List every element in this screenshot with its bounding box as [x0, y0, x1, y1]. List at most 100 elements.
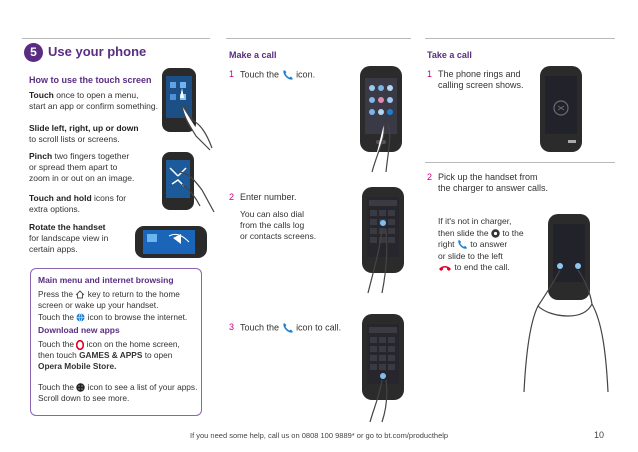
- pinch-bold: Pinch: [29, 151, 53, 161]
- call-handset-icon-2: [282, 323, 293, 333]
- games-apps-line: then touch GAMES & APPS to open: [38, 350, 172, 361]
- slider-knob-icon: [491, 229, 500, 238]
- touch-screen-heading: How to use the touch screen: [29, 75, 152, 85]
- main-menu-heading: Main menu and internet browsing: [38, 275, 174, 285]
- make-step-3-a: Touch the: [240, 322, 280, 333]
- browser-text-a: Touch the: [38, 312, 74, 322]
- take-step-1-text: The phone rings and calling screen shows…: [438, 69, 524, 91]
- games-apps-label: GAMES & APPS: [79, 350, 143, 360]
- home-key-line: Press the key to return to the home: [38, 289, 180, 300]
- opera-store-line: Opera Mobile Store.: [38, 361, 116, 372]
- wake-line: screen or wake up your handset.: [38, 300, 159, 310]
- make-step-3-number: 3: [229, 322, 235, 332]
- home-key-text-a: Press the: [38, 289, 74, 299]
- take-step-2-line-1: Pick up the handset from: [438, 172, 538, 182]
- opera-line: Touch the icon on the home screen,: [38, 339, 180, 350]
- call-handset-icon: [282, 70, 293, 80]
- pinch-instruction: Pinch two fingers together or spread the…: [29, 151, 134, 184]
- column-rule-right: [425, 38, 615, 39]
- make-step-1-b: icon.: [296, 69, 316, 80]
- take-step-2-text: Pick up the handset from the charger to …: [438, 172, 548, 194]
- note-line-5: to end the call.: [454, 262, 510, 272]
- touch-bold: Touch: [29, 90, 54, 100]
- phone-incoming-call-illustration: [540, 66, 582, 152]
- phone-landscape-illustration: [135, 226, 207, 258]
- phone-dialpad-illustration: [362, 187, 404, 294]
- browser-line: Touch the icon to browse the internet.: [38, 312, 187, 323]
- make-step-2-number: 2: [229, 192, 235, 202]
- slide-text: to scroll lists or screens.: [29, 134, 120, 144]
- hold-text-1: icons for: [91, 193, 127, 203]
- phone-call-button-illustration: [362, 314, 404, 423]
- take-step-1-line-2: calling screen shows.: [438, 80, 524, 90]
- note-line-3b: to answer: [470, 239, 508, 249]
- opera-text-b: icon on the home screen,: [86, 339, 180, 349]
- make-step-1-number: 1: [229, 69, 235, 79]
- make-step-3-b: icon to call.: [296, 322, 342, 333]
- apps-grid-icon: [76, 383, 85, 393]
- end-call-icon: [439, 265, 451, 271]
- touch-text-2: start an app or confirm something.: [29, 101, 158, 111]
- browser-globe-icon: [76, 313, 85, 323]
- section-title: Use your phone: [48, 44, 147, 59]
- take-step-2-number: 2: [427, 172, 433, 182]
- help-footer: If you need some help, call us on 0808 1…: [190, 431, 449, 440]
- note-line-4: or slide to the left: [438, 250, 503, 261]
- phone-pinch-illustration: [162, 152, 215, 213]
- pinch-text-3: zoom in or out on an image.: [29, 173, 135, 183]
- rotate-bold: Rotate the handset: [29, 222, 106, 232]
- opera-icon: [76, 339, 85, 350]
- hold-instruction: Touch and hold icons for extra options.: [29, 193, 126, 215]
- make-note-3: or contacts screens.: [240, 231, 317, 241]
- touch-instruction: Touch once to open a menu, start an app …: [29, 90, 158, 112]
- apps-list-line: Touch the icon to see a list of your app…: [38, 382, 197, 393]
- take-call-divider: [425, 162, 615, 163]
- touch-text-1: once to open a menu,: [53, 90, 139, 100]
- column-rule-middle: [226, 38, 411, 39]
- make-step-1-text: Touch the icon.: [240, 69, 315, 81]
- slide-answer-note: If it's not in charger, then slide the t…: [438, 216, 524, 274]
- page-number: 10: [594, 430, 605, 440]
- answer-call-icon: [458, 240, 468, 249]
- make-note-1: You can also dial: [240, 209, 304, 219]
- phone-touch-illustration: [162, 68, 213, 151]
- rotate-text-2: certain apps.: [29, 244, 78, 254]
- note-line-3a: right: [438, 239, 455, 249]
- scroll-line: Scroll down to see more.: [38, 393, 130, 403]
- opera-store-label: Opera Mobile Store.: [38, 361, 117, 371]
- home-key-icon: [76, 290, 85, 299]
- main-menu-info-box: Main menu and internet browsing Press th…: [30, 268, 202, 416]
- slide-bold: Slide left, right, up or down: [29, 123, 139, 133]
- make-note-2: from the calls log: [240, 220, 305, 230]
- browser-text-b: icon to browse the internet.: [87, 312, 188, 322]
- slide-instruction: Slide left, right, up or down to scroll …: [29, 123, 139, 145]
- phone-home-screen-illustration: [360, 66, 402, 173]
- download-apps-heading: Download new apps: [38, 325, 120, 335]
- note-line-2b: to the: [502, 227, 524, 238]
- apps-text-a: Touch the: [38, 382, 74, 392]
- games-text-c: to open: [144, 350, 173, 360]
- pinch-text-1: two fingers together: [52, 151, 130, 161]
- note-line-2a: then slide the: [438, 227, 489, 238]
- take-call-heading: Take a call: [427, 50, 472, 60]
- phone-answer-illustration: [523, 214, 609, 393]
- rotate-instruction: Rotate the handset for landscape view in…: [29, 222, 108, 255]
- opera-text-a: Touch the: [38, 339, 74, 349]
- make-step-1-a: Touch the: [240, 69, 280, 80]
- make-step-2-text: Enter number.: [240, 192, 297, 202]
- hold-text-2: extra options.: [29, 204, 81, 214]
- games-text-a: then touch: [38, 350, 77, 360]
- rotate-text-1: for landscape view in: [29, 233, 109, 243]
- note-line-1: If it's not in charger,: [438, 216, 512, 226]
- take-step-2-line-2: the charger to answer calls.: [438, 183, 549, 193]
- take-step-1-number: 1: [427, 69, 433, 79]
- hold-bold: Touch and hold: [29, 193, 92, 203]
- section-number-badge: 5: [24, 43, 43, 62]
- pinch-text-2: or spread them apart to: [29, 162, 118, 172]
- take-step-1-line-1: The phone rings and: [438, 69, 521, 79]
- make-step-2-note: You can also dial from the calls log or …: [240, 209, 316, 242]
- make-call-heading: Make a call: [229, 50, 277, 60]
- apps-text-b: icon to see a list of your apps.: [87, 382, 198, 392]
- make-step-3-text: Touch the icon to call.: [240, 322, 341, 334]
